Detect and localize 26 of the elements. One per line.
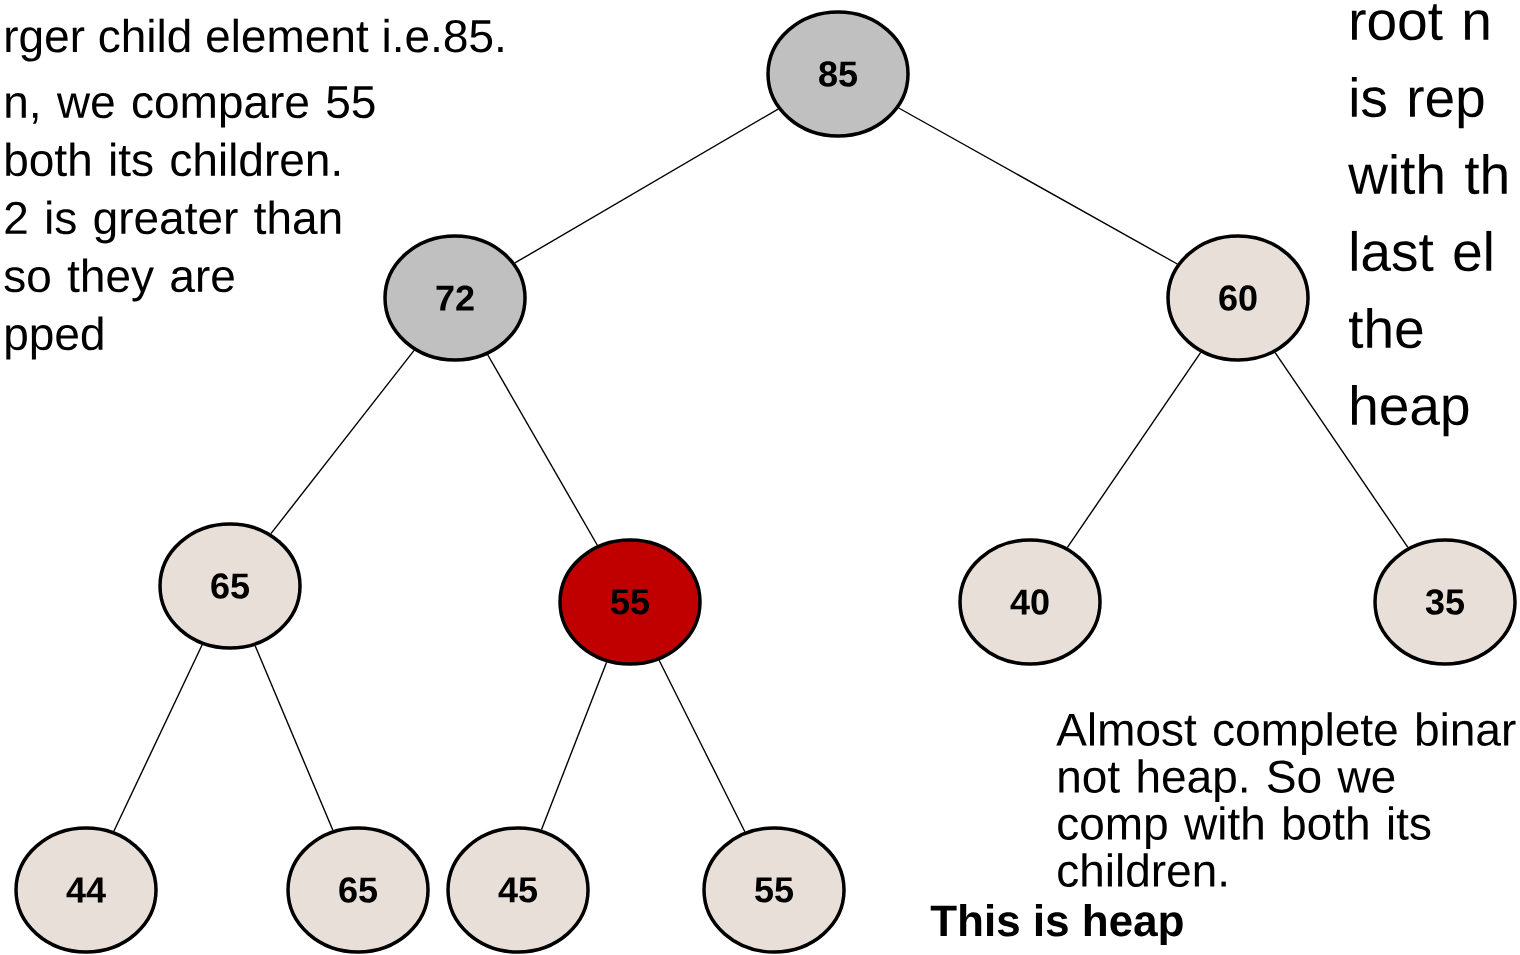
- note-text: rger child element i.e.85.: [6, 18, 503, 62]
- heap-node: 44: [14, 826, 158, 954]
- tree-edge: [658, 659, 746, 833]
- heap-node: 65: [286, 826, 430, 954]
- note-text: root n is rep with th last el the heap: [1348, 4, 1507, 437]
- heap-node: 35: [1373, 538, 1517, 666]
- heap-node: 72: [383, 234, 527, 362]
- heap-node: 85: [766, 10, 910, 138]
- tree-edge: [270, 349, 415, 535]
- tree-edge: [1274, 351, 1409, 549]
- tree-edge: [898, 107, 1178, 265]
- heap-node: 40: [958, 538, 1102, 666]
- note-text: Almost complete binar not heap. So we comp with both its children.: [1056, 712, 1516, 887]
- heap-node: 65: [158, 522, 302, 650]
- tree-edge: [113, 644, 203, 832]
- tree-edge: [254, 645, 334, 831]
- heap-node: 55: [702, 826, 846, 954]
- heap-node: 45: [446, 826, 590, 954]
- note-text: n, we compare 55 both its children. 2 is greater than so they are pped: [4, 86, 375, 360]
- heading-text: This is heap: [930, 904, 1183, 946]
- tree-edge: [487, 354, 599, 546]
- heap-node: 60: [1166, 234, 1310, 362]
- tree-edge: [1066, 351, 1202, 549]
- heap-node: 55: [558, 538, 702, 666]
- tree-edge: [540, 661, 608, 831]
- tree-edge: [514, 108, 779, 264]
